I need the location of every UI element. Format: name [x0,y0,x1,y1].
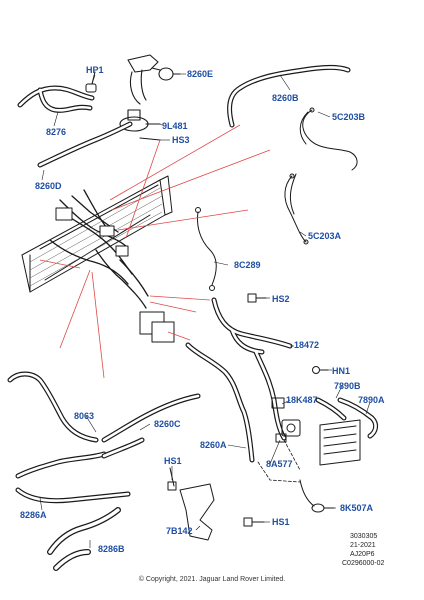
hose-8260e [127,54,181,105]
callout-8260b[interactable]: 8260B [272,93,299,103]
wire-8c289 [195,207,217,291]
fastener-hn1 [312,366,329,374]
reference-code-2: 21-2021 [350,542,376,549]
callout-8260d[interactable]: 8260D [35,181,62,191]
engine-components [55,207,175,343]
callout-8260e[interactable]: 8260E [187,69,214,79]
callout-5c203a[interactable]: 5C203A [308,231,342,241]
callout-8286a[interactable]: 8286A [20,510,47,520]
harness-5c203 [284,107,358,245]
callout-8c289[interactable]: 8C289 [234,260,261,270]
reference-code-1: 3030305 [350,533,378,540]
callout-8063[interactable]: 8063 [74,411,95,421]
callout-9l481[interactable]: 9L481 [162,121,188,131]
callout-8260c[interactable]: 8260C [154,419,181,429]
callout-18472[interactable]: 18472 [294,340,320,350]
callout-8a577[interactable]: 8A577 [266,459,293,469]
leader-lines-red [39,124,271,379]
callout-hs2[interactable]: HS2 [272,294,290,304]
connector-8k507a [299,479,335,513]
hose-18472 [185,297,293,463]
reference-code-3: AJ20P6 [350,551,375,558]
sensor-9l481 [119,109,161,141]
reference-code-4: C0296000-02 [342,560,385,567]
radiator-block [21,175,173,293]
cooler-7890 [319,419,361,466]
callout-hs1-bottom[interactable]: HS1 [272,517,290,527]
copyright-notice: © Copyright, 2021. Jaguar Land Rover Lim… [138,576,286,583]
callout-7890b[interactable]: 7890B [334,381,361,391]
hose-8063 [7,371,107,479]
callout-hs3[interactable]: HS3 [172,135,190,145]
callout-7b142[interactable]: 7B142 [166,526,193,536]
callout-hn1[interactable]: HN1 [332,366,351,376]
callout-8276[interactable]: 8276 [46,127,67,137]
callout-7890a[interactable]: 7890A [358,395,385,405]
bracket-7b142 [167,467,265,541]
callout-8286b[interactable]: 8286B [98,544,125,554]
hose-8260c [101,393,201,459]
radiator-fins [29,187,163,287]
callout-5c203b[interactable]: 5C203B [332,112,366,122]
callout-18k487[interactable]: 18K487 [286,395,318,405]
clip-hp1 [85,71,97,93]
callout-hp1[interactable]: HP1 [86,65,104,75]
dashed-link [257,439,301,483]
fastener-hs2 [247,293,267,303]
callout-8k507a[interactable]: 8K507A [340,503,374,513]
callout-8260a[interactable]: 8260A [200,440,227,450]
callout-hs1-top[interactable]: HS1 [164,456,182,466]
leader-lines-black [39,73,371,548]
